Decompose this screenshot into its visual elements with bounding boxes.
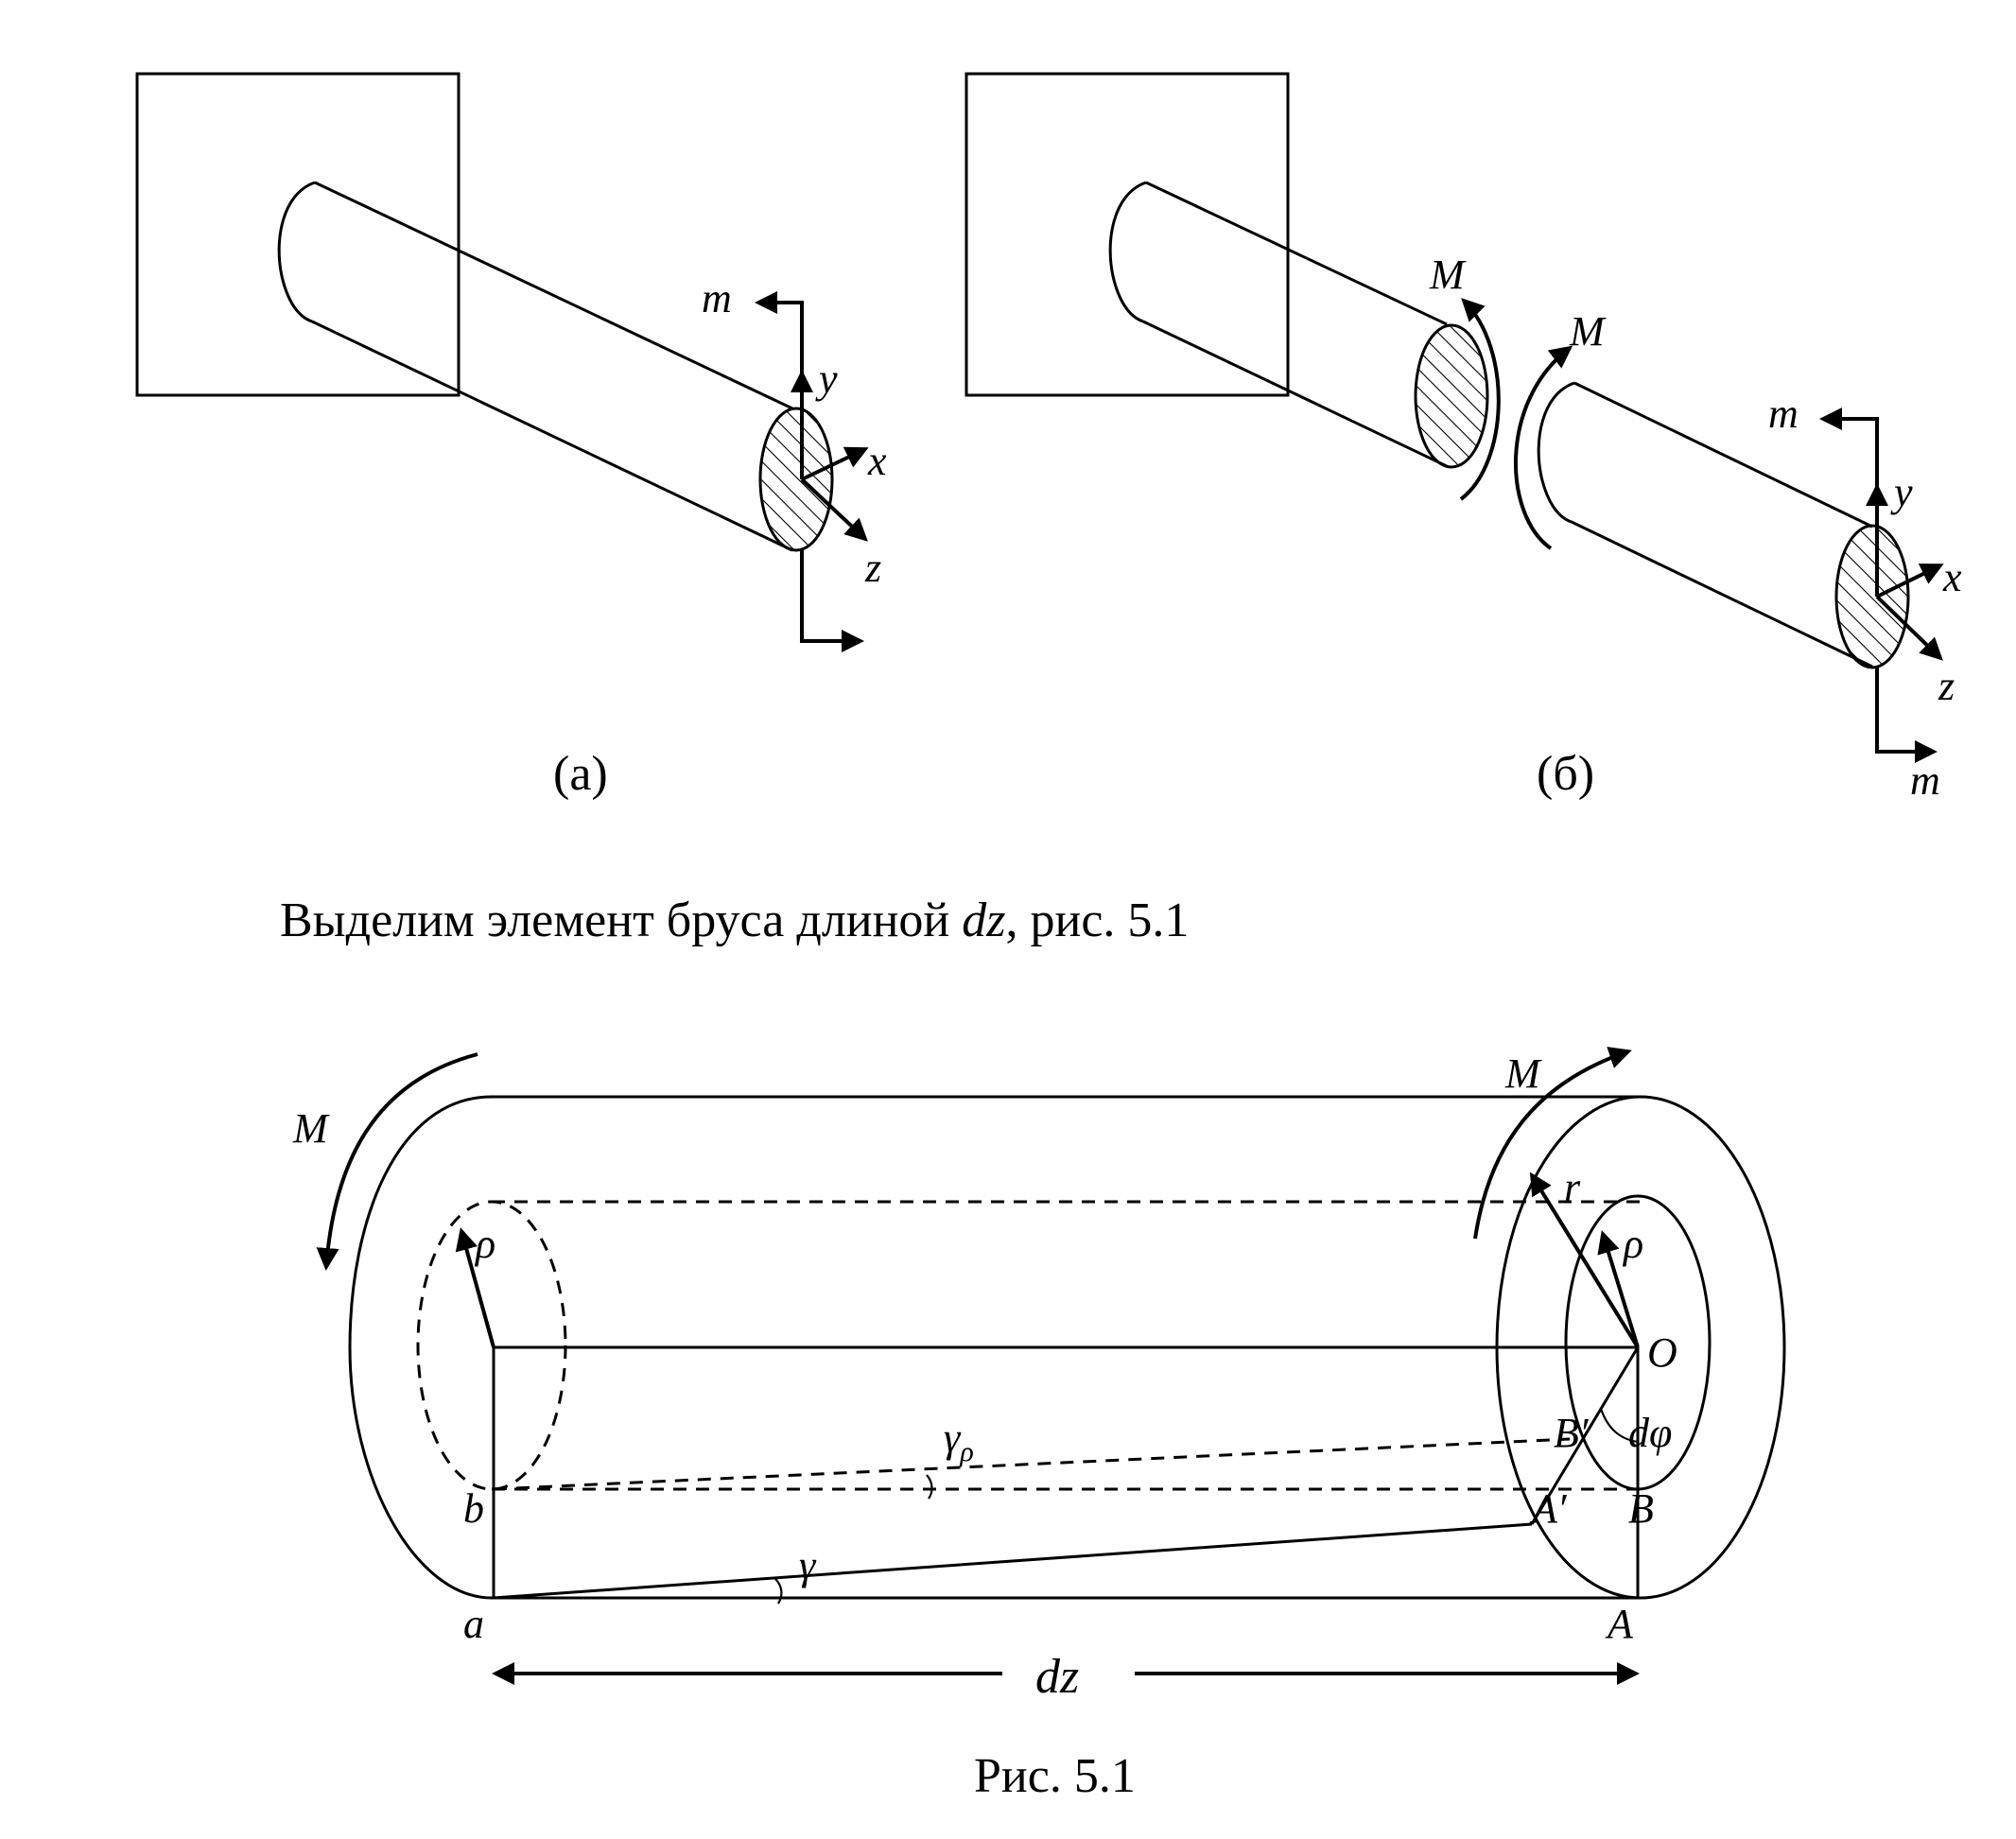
moment-b-left-arc	[1459, 298, 1501, 501]
plane-b-bottom	[1875, 667, 1938, 763]
axis-a-z	[800, 477, 868, 542]
body-text-before: Выделим элемент бруса длиной	[280, 893, 962, 947]
plane-a-top	[755, 291, 804, 373]
figure-a-label: (а)	[553, 747, 608, 801]
label-b-m-top: m	[1768, 390, 1799, 437]
rod-b-left-end-cap	[1108, 181, 1147, 323]
rod-b-left-bottom-edge	[1142, 320, 1448, 468]
label-a-x: x	[867, 438, 887, 484]
rod-a-end-cap	[277, 181, 316, 323]
radius-rho-right	[1597, 1230, 1640, 1348]
line-a-A-prime	[493, 1522, 1533, 1600]
label-a: a	[463, 1601, 484, 1647]
moment-right-arc	[1473, 1047, 1632, 1240]
cylinder-left-outline	[348, 1095, 493, 1600]
axis-b-x	[1876, 564, 1944, 599]
moment-left-arc	[316, 1052, 478, 1271]
angle-gamma-arc	[774, 1578, 783, 1605]
body-text-after: , рис. 5.1	[1006, 893, 1190, 947]
label-b-moment-left: M	[1429, 252, 1467, 298]
wall-a	[135, 72, 461, 397]
rod-b-right-top-edge	[1573, 381, 1873, 529]
wall-b	[965, 72, 1290, 397]
label-O: O	[1647, 1329, 1677, 1376]
plane-a-bottom	[800, 548, 864, 652]
label-r: r	[1564, 1164, 1581, 1210]
figure-b-label: (б)	[1537, 747, 1594, 801]
axis-b-z	[1875, 595, 1943, 661]
label-rho-right: ρ	[1622, 1221, 1643, 1267]
label-B: B	[1628, 1485, 1654, 1532]
radius-O-A-prime	[1530, 1346, 1640, 1525]
label-a-m: m	[702, 275, 732, 321]
angle-dphi-arc	[1599, 1408, 1639, 1444]
rod-b-right-bottom-edge	[1571, 520, 1873, 668]
label-main-moment-left: M	[292, 1105, 330, 1152]
rod-a-section	[758, 407, 834, 552]
radius-rho-left	[455, 1227, 495, 1348]
figure-main: M M ρ r ρ O B′ dφ γρ γ b A′ B a A dz	[292, 1047, 1786, 1704]
label-gamma: γ	[799, 1542, 817, 1588]
body-text-var: dz	[962, 893, 1005, 947]
label-B-prime: B′	[1554, 1410, 1590, 1456]
axis-a-x	[801, 446, 869, 481]
label-b-x: x	[1942, 554, 1962, 600]
figure-a: m y x z (а)	[135, 72, 887, 801]
label-rho-left: ρ	[474, 1221, 495, 1267]
label-A-prime: A′	[1529, 1485, 1568, 1532]
label-b-y: y	[1890, 469, 1913, 515]
radius-r	[1529, 1171, 1640, 1349]
label-b-m-bottom: m	[1910, 757, 1940, 804]
label-gamma-rho: γρ	[944, 1414, 974, 1467]
rod-b-right-section	[1834, 524, 1910, 669]
rod-b-left-section	[1414, 323, 1489, 469]
label-dz: dz	[1035, 1650, 1079, 1704]
body-text: Выделим элемент бруса длиной dz, рис. 5.…	[280, 893, 1189, 947]
rod-b-left-top-edge	[1145, 181, 1448, 326]
label-a-y: y	[815, 356, 838, 402]
plane-b-top	[1819, 408, 1879, 487]
rod-a-bottom-edge	[311, 320, 793, 552]
angle-gamma-rho-arc	[926, 1474, 933, 1500]
moment-b-right-arc	[1513, 345, 1573, 550]
label-b-moment-right: M	[1569, 308, 1607, 355]
figure-b: M M m y x z m (б)	[965, 72, 1962, 804]
dashed-b-B-prime	[493, 1437, 1571, 1491]
label-A: A	[1605, 1601, 1634, 1647]
label-dphi: dφ	[1628, 1410, 1672, 1456]
label-b: b	[463, 1485, 484, 1532]
label-main-moment-right: M	[1504, 1050, 1542, 1097]
rod-a-top-edge	[314, 181, 793, 410]
label-b-z: z	[1938, 663, 1955, 709]
rod-b-right-end-cap	[1537, 381, 1575, 524]
label-a-z: z	[864, 545, 881, 591]
figure-caption: Рис. 5.1	[974, 1749, 1136, 1803]
